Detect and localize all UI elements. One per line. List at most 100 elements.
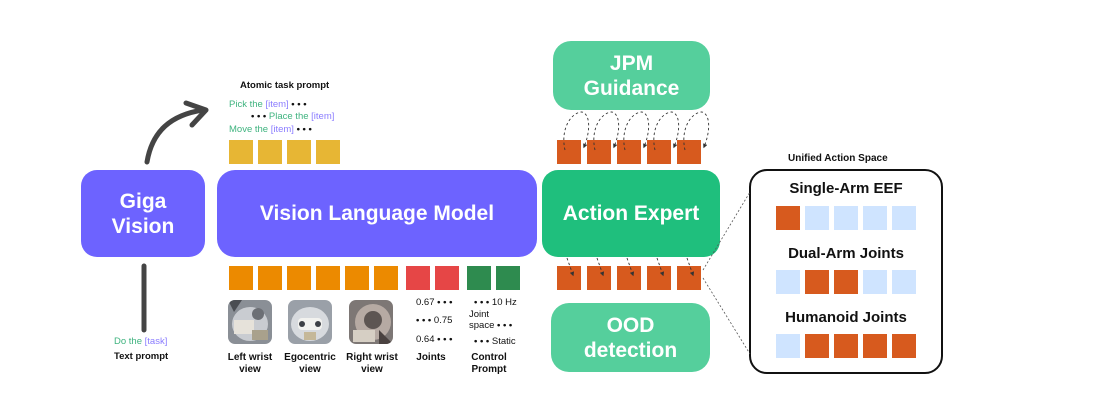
left-wrist-label-line1: Left wrist (227, 352, 273, 363)
dual-arm-label: Dual-Arm Joints (788, 245, 904, 262)
atomic-prompt-title: Atomic task prompt (240, 80, 330, 91)
control-token (467, 266, 491, 290)
joint-value-2: • • • 0.75 (416, 315, 452, 327)
action-space-cell (805, 334, 829, 358)
view-token (316, 266, 340, 290)
single-arm-row (776, 206, 921, 232)
action-space-cell (863, 270, 887, 294)
joint-value-1-text: 0.67 (416, 297, 435, 308)
view-token (345, 266, 369, 290)
control-joint-line2: space (469, 320, 495, 331)
unified-action-space-title: Unified Action Space (788, 153, 888, 164)
dots: • • • (494, 320, 513, 331)
control-hz: • • • 10 Hz (474, 297, 517, 309)
curved-arrow-head (183, 100, 209, 128)
dots: • • • (416, 315, 434, 326)
egocentric-label-line2: view (299, 364, 321, 375)
view-token (287, 266, 311, 290)
action-space-cell (834, 334, 858, 358)
humanoid-label: Humanoid Joints (785, 309, 907, 326)
ood-line2: detection (583, 338, 678, 362)
jpm-line1: JPM (609, 51, 654, 75)
atomic-line1-text: Pick the (229, 99, 266, 110)
ood-line1: OOD (606, 313, 655, 337)
atomic-prompt-line2: • • • Place the [item] (251, 111, 334, 123)
right-wrist-view-label: Right wrist view (341, 352, 403, 376)
control-static-text: Static (491, 336, 516, 347)
action-space-cell (863, 206, 887, 230)
atomic-line1-dots: • • • (288, 99, 307, 110)
left-wrist-view-label: Left wrist view (222, 352, 278, 376)
action-space-cell (834, 206, 858, 230)
action-space-cell (892, 206, 916, 230)
dots: • • • (434, 334, 453, 345)
dots: • • • (434, 297, 453, 308)
joint-value-3: 0.64 • • • (416, 334, 452, 346)
prompt-token (229, 140, 253, 164)
atomic-line1-item: [item] (265, 99, 289, 110)
action-space-cell (776, 270, 800, 294)
action-token-bottom (587, 266, 611, 290)
unified-action-space-panel: Single-Arm EEF Dual-Arm Joints Humanoid … (749, 169, 943, 374)
atomic-prompt-line1: Pick the [item] • • • (229, 99, 307, 111)
action-token-bottom (647, 266, 671, 290)
action-space-cell (805, 206, 829, 230)
humanoid-row (776, 334, 921, 360)
view-token (229, 266, 253, 290)
action-token-bottom (557, 266, 581, 290)
action-space-cell (892, 270, 916, 294)
joint-token (435, 266, 459, 290)
action-space-cell (805, 270, 829, 294)
action-token-top (677, 140, 701, 164)
jpm-line2: Guidance (583, 76, 680, 100)
prompt-token (258, 140, 282, 164)
right-wrist-label-line1: Right wrist (346, 352, 398, 363)
dots: • • • (474, 297, 492, 308)
text-prompt-task: [task] (144, 336, 168, 347)
vlm-label: Vision Language Model (259, 201, 495, 225)
text-prompt-line: Do the [task] (114, 336, 167, 348)
right-wrist-label-line2: view (361, 364, 383, 375)
left-wrist-view-image (228, 300, 272, 344)
ood-detection-block: OOD detection (551, 303, 710, 372)
action-expert-label: Action Expert (562, 201, 700, 225)
dual-arm-row (776, 270, 921, 296)
action-token-top (647, 140, 671, 164)
control-joint-line1: Joint (469, 309, 490, 320)
egocentric-view-label: Egocentric view (282, 352, 338, 376)
curved-arrow (144, 107, 206, 165)
action-expert-block: Action Expert (542, 170, 720, 257)
joint-value-3-text: 0.64 (416, 334, 435, 345)
action-space-cell (863, 334, 887, 358)
control-hz-text: 10 Hz (491, 297, 517, 308)
right-wrist-view-image (349, 300, 393, 344)
text-prompt-label: Text prompt (114, 351, 169, 362)
view-token (374, 266, 398, 290)
atomic-line3-text: Move the (229, 124, 271, 135)
action-token-bottom (677, 266, 701, 290)
control-token (496, 266, 520, 290)
giga-vision-line1: Giga (119, 189, 167, 213)
joint-value-1: 0.67 • • • (416, 297, 452, 309)
action-token-top (557, 140, 581, 164)
atomic-line2-dots: • • • (251, 111, 269, 122)
prompt-token (287, 140, 311, 164)
vision-language-model-block: Vision Language Model (217, 170, 537, 257)
control-label-line2: Prompt (471, 364, 507, 375)
action-space-cell (776, 206, 800, 230)
left-wrist-label-line2: view (239, 364, 261, 375)
joints-label: Joints (416, 352, 446, 363)
view-token (258, 266, 282, 290)
action-token-top (587, 140, 611, 164)
action-token-bottom (617, 266, 641, 290)
text-prompt-text: Do the (114, 336, 145, 347)
action-token-top (617, 140, 641, 164)
atomic-prompt-line3: Move the [item] • • • (229, 124, 312, 136)
jpm-guidance-block: JPM Guidance (553, 41, 710, 110)
joint-token (406, 266, 430, 290)
egocentric-label-line1: Egocentric (284, 352, 336, 363)
egocentric-view-image (288, 300, 332, 344)
atomic-line3-dots: • • • (293, 124, 312, 135)
atomic-line2-text: Place the (268, 111, 312, 122)
single-arm-label: Single-Arm EEF (789, 180, 903, 197)
